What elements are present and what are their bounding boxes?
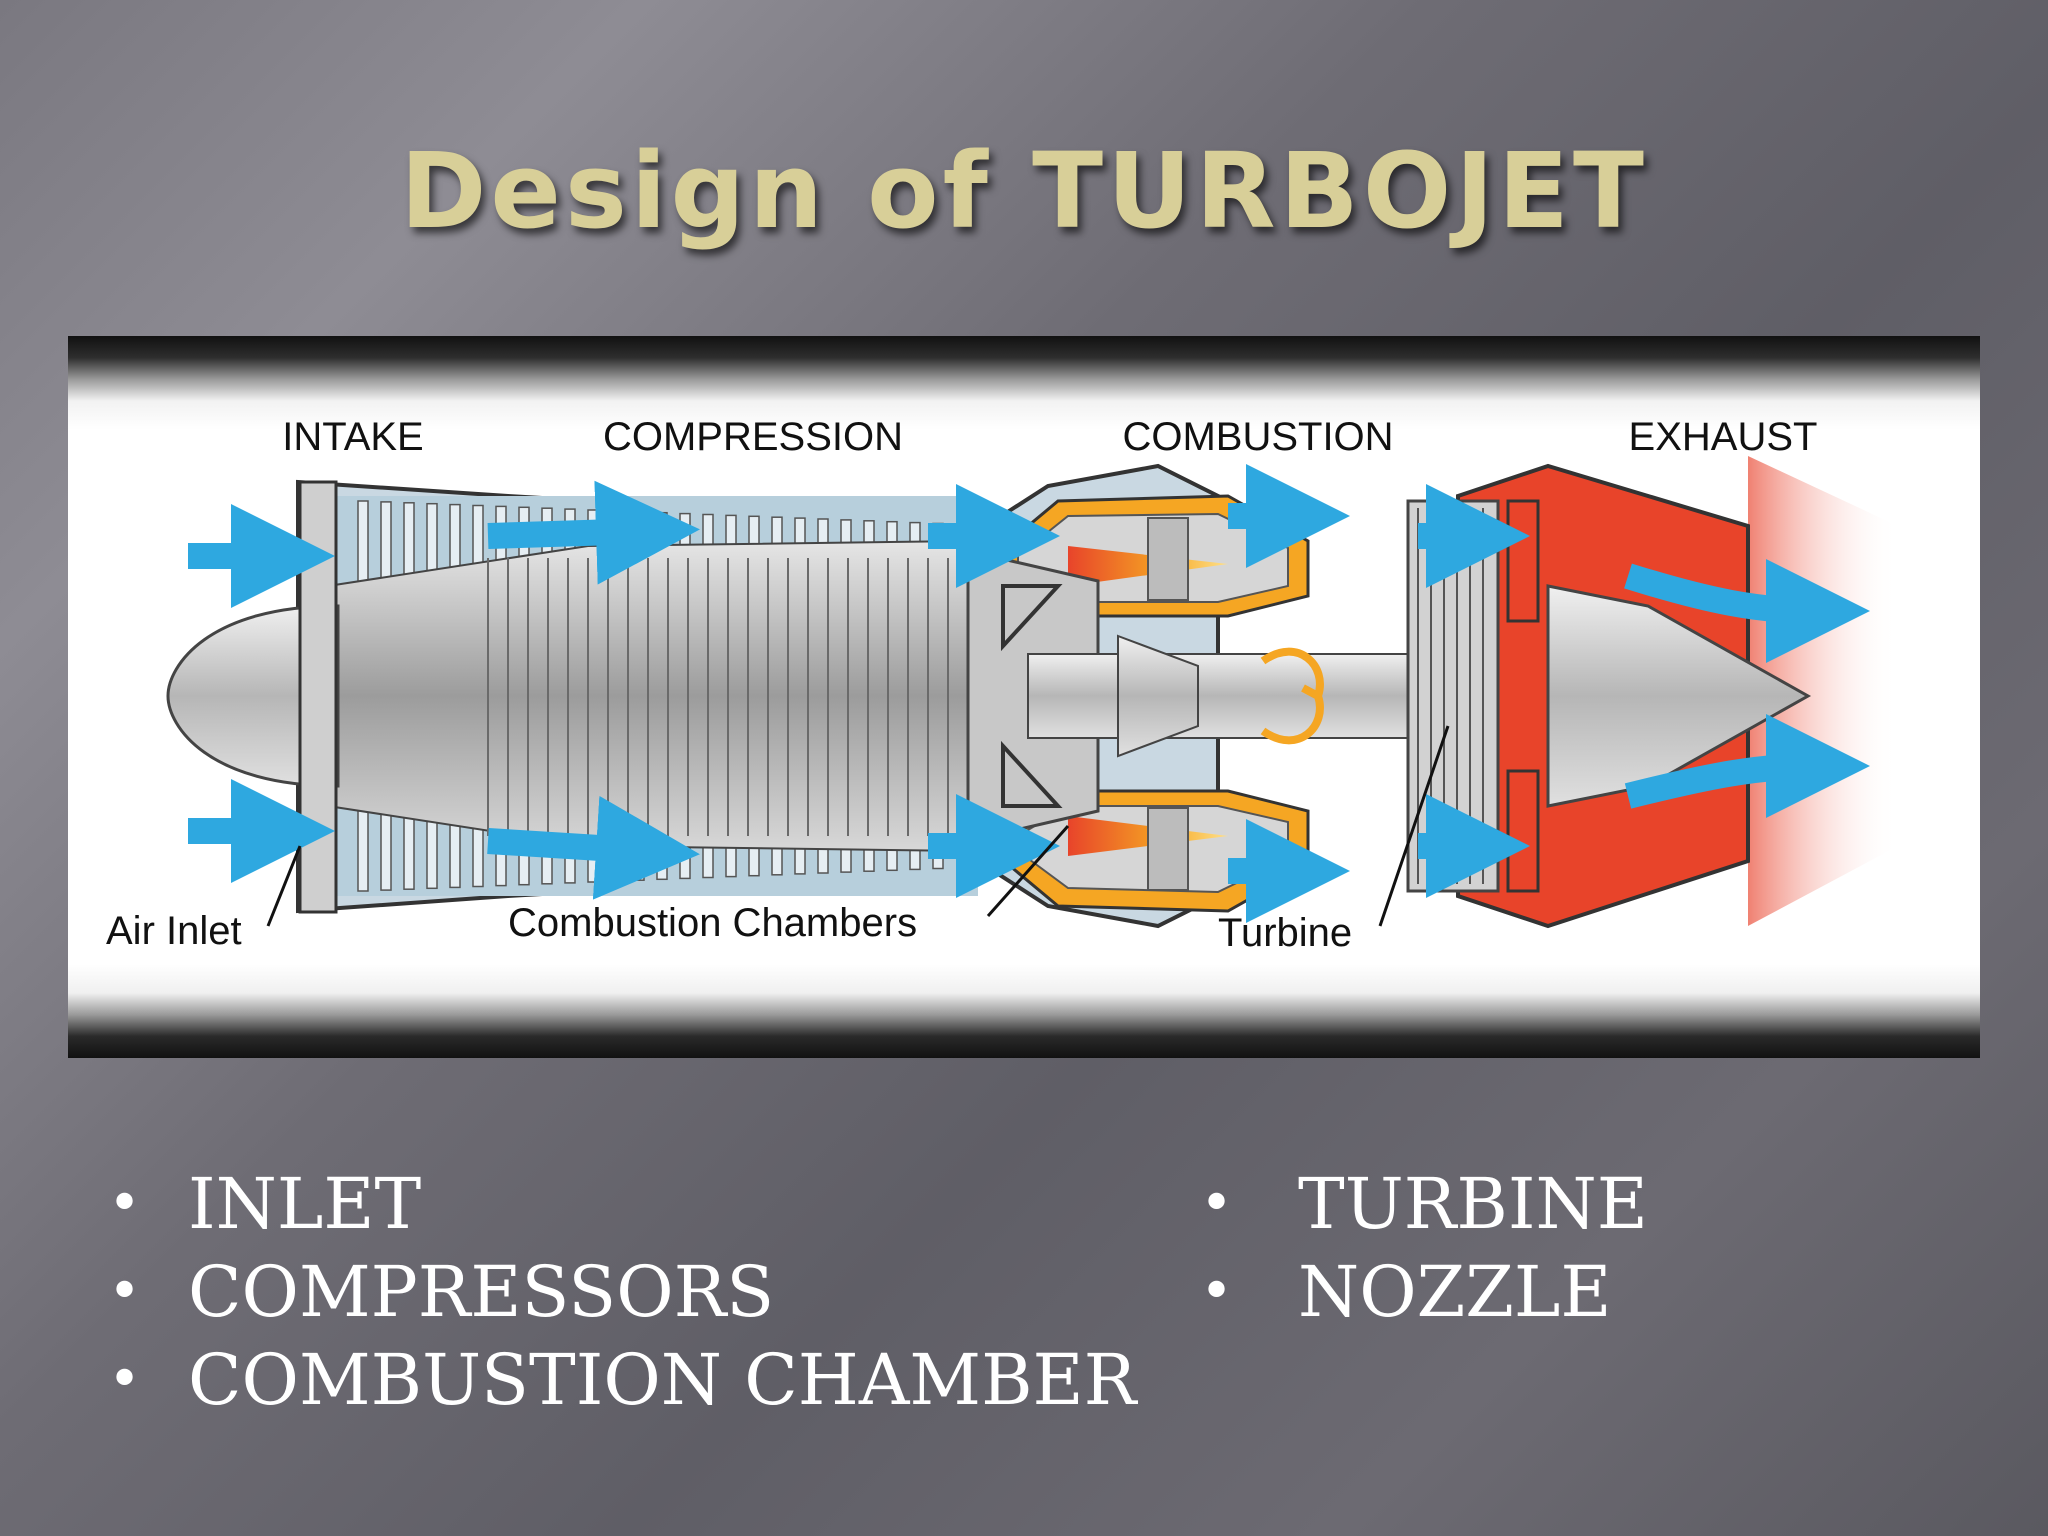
turbojet-diagram: INTAKE COMPRESSION COMBUSTION EXHAUST Ai… bbox=[106, 415, 1898, 955]
airflow-arrows bbox=[188, 464, 1870, 923]
compressor-drum-rings bbox=[487, 558, 949, 836]
turbine-vane-bottom bbox=[1506, 769, 1540, 893]
callout-turbine-leader bbox=[1378, 725, 1450, 927]
airflow-arrow-out-top bbox=[1624, 558, 1870, 663]
bullet-item: •TURBINE bbox=[1200, 1160, 1648, 1248]
callout-combustion-chambers-leader bbox=[986, 825, 1070, 917]
callout-turbine: Turbine bbox=[1218, 911, 1352, 955]
airflow-arrow-comp-bottom bbox=[487, 795, 700, 900]
diagram-frame: INTAKE COMPRESSION COMBUSTION EXHAUST Ai… bbox=[68, 336, 1980, 1058]
turbine-disk bbox=[1406, 499, 1500, 893]
shaft-neck bbox=[1117, 634, 1199, 758]
main-shaft bbox=[1027, 653, 1429, 739]
exhaust-cone bbox=[1546, 584, 1812, 808]
callout-combustion-chambers: Combustion Chambers bbox=[508, 901, 917, 945]
bullet-dot-icon: • bbox=[108, 1259, 142, 1324]
label-combustion: COMBUSTION bbox=[1122, 415, 1393, 459]
bullet-dot-icon: • bbox=[1200, 1259, 1234, 1324]
turbine-vane-top bbox=[1506, 499, 1540, 623]
callout-air-inlet-leader bbox=[266, 845, 302, 927]
nose-cone bbox=[166, 604, 340, 788]
bullet-list-right: •TURBINE •NOZZLE bbox=[1200, 1160, 1648, 1336]
airflow-arrow-out-bottom bbox=[1624, 714, 1870, 819]
callout-air-inlet: Air Inlet bbox=[106, 909, 242, 953]
airflow-arrow-comp-top bbox=[487, 480, 700, 585]
inlet-ring bbox=[298, 480, 338, 914]
bullet-item: •INLET bbox=[108, 1160, 1136, 1248]
bullet-dot-icon: • bbox=[108, 1347, 142, 1412]
bullet-item: •COMPRESSORS bbox=[108, 1248, 1136, 1336]
bullet-dot-icon: • bbox=[108, 1171, 142, 1236]
bullet-item: •COMBUSTION CHAMBER bbox=[108, 1336, 1136, 1424]
label-compression: COMPRESSION bbox=[603, 415, 903, 459]
rotation-arrow-icon bbox=[1260, 647, 1324, 745]
label-intake: INTAKE bbox=[282, 415, 424, 459]
slide-title: Design of TURBOJET bbox=[400, 130, 1648, 252]
bullet-dot-icon: • bbox=[1200, 1171, 1234, 1236]
label-exhaust: EXHAUST bbox=[1629, 415, 1818, 459]
bullet-list-left: •INLET •COMPRESSORS •COMBUSTION CHAMBER bbox=[108, 1160, 1136, 1424]
bullet-item: •NOZZLE bbox=[1200, 1248, 1648, 1336]
